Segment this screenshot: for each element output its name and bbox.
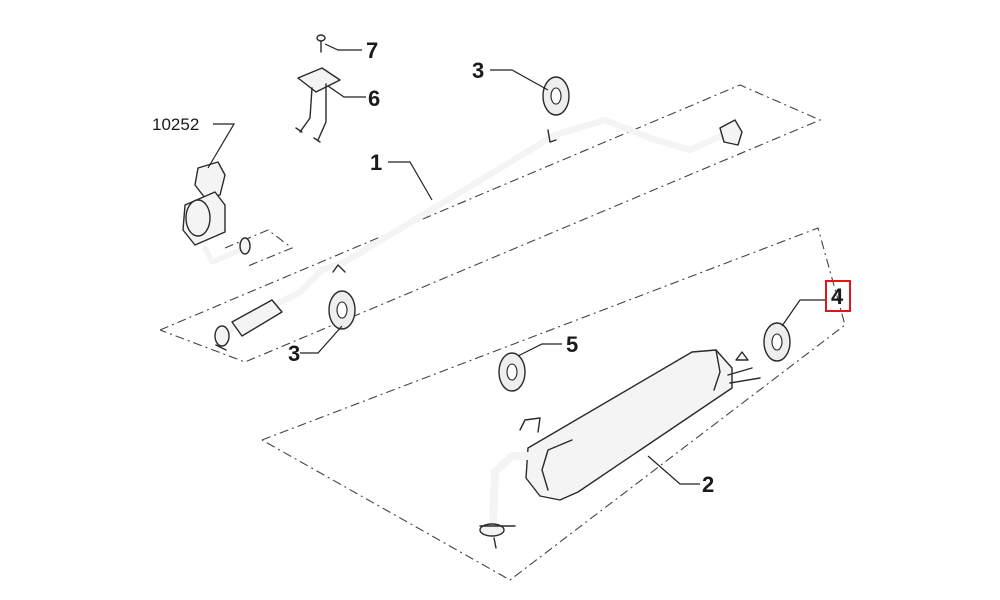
- callout-hanger-mid: 5: [566, 332, 578, 357]
- callout-bolt: 7: [366, 38, 378, 63]
- callout-hanger-top: 3: [472, 58, 484, 83]
- assembly-outline-front: [159, 84, 822, 363]
- highlight-box: [825, 280, 851, 312]
- assembly-outline-rear: [261, 227, 846, 581]
- leader-muffler: [647, 455, 700, 485]
- callout-bracket: 6: [368, 86, 380, 111]
- callout-hanger-left: 3: [288, 341, 300, 366]
- rear-muffler[interactable]: [479, 349, 761, 549]
- callout-catalyst-ref: 10252: [152, 115, 199, 134]
- rubber-hanger-mid[interactable]: [498, 352, 526, 392]
- catalyst-outline: [224, 229, 294, 267]
- leader-hanger-left: [300, 325, 343, 354]
- callout-hanger-rear[interactable]: 4: [831, 284, 844, 309]
- callout-muffler: 2: [702, 472, 714, 497]
- leader-pipe: [388, 161, 433, 201]
- bracket-bolt[interactable]: [316, 34, 326, 53]
- mounting-bracket[interactable]: [295, 67, 341, 143]
- leader-hanger-rear: [781, 299, 826, 327]
- rubber-hanger-rear[interactable]: [763, 322, 791, 362]
- rubber-hanger-top[interactable]: [542, 76, 570, 116]
- leader-catalyst: [207, 123, 236, 169]
- rubber-hanger-left[interactable]: [328, 290, 356, 330]
- catalyst-converter[interactable]: [182, 161, 251, 265]
- leader-hanger-top: [490, 69, 549, 91]
- leader-bolt: [324, 43, 362, 51]
- intermediate-pipe[interactable]: [214, 116, 743, 351]
- leader-hanger-mid: [517, 343, 562, 357]
- callout-pipe: 1: [370, 150, 382, 175]
- leader-bracket: [327, 85, 366, 98]
